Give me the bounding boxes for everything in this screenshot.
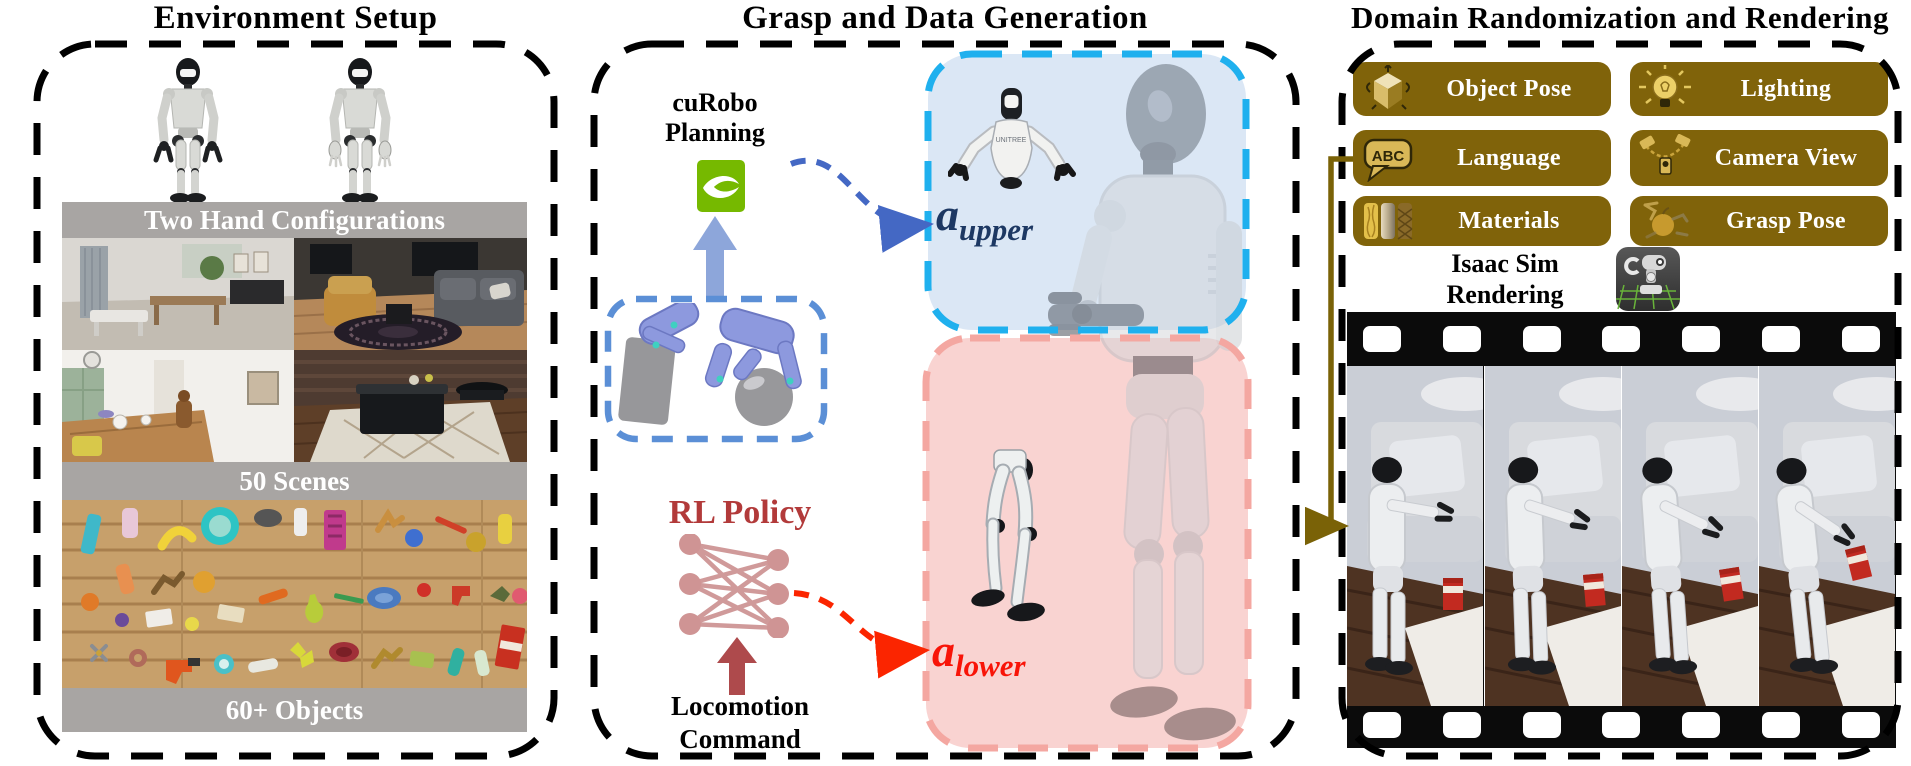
rendered-frames-film-strip: [1347, 312, 1896, 748]
film-sprocket-hole: [1523, 712, 1561, 738]
grasp-panel-title: Grasp and Data Generation: [742, 0, 1148, 36]
nvidia-logo-icon: [697, 160, 745, 212]
scene-thumbnail-livingroom: [294, 238, 527, 350]
action-lower-label: alower: [932, 625, 1026, 683]
render-frame-4: [1758, 366, 1895, 706]
film-sprocket-hole: [1363, 326, 1401, 352]
locomotion-input-arrow: [717, 637, 757, 695]
scene-count-label: 50 Scenes: [239, 465, 350, 496]
badge-materials: Materials: [1353, 196, 1611, 246]
language-abc-icon: ABC: [1359, 135, 1417, 182]
film-sprocket-hole: [1363, 712, 1401, 738]
domain-panel-title: Domain Randomization and Rendering: [1350, 0, 1890, 35]
gripper-hands-image: [618, 303, 802, 426]
curobo-input-arrow: [693, 216, 737, 298]
action-upper-label: aupper: [936, 189, 1034, 247]
badge-language: ABC Language: [1353, 130, 1611, 186]
film-sprocket-hole: [1602, 712, 1640, 738]
curobo-planning-label: cuRobo Planning: [665, 88, 765, 147]
scene-thumbnail-kitchen: [62, 350, 294, 462]
film-sprocket-hole: [1443, 712, 1481, 738]
badge-camera-view: Camera View: [1630, 130, 1888, 186]
neural-network-icon: [679, 534, 789, 638]
gripper-apple-icon: [1636, 198, 1694, 244]
cube-pose-icon: [1359, 65, 1417, 112]
objects-tabletop-image: [62, 500, 527, 688]
upper-action-dashed-arrow: [789, 157, 934, 253]
environment-panel-title: Environment Setup: [153, 0, 438, 36]
film-sprocket-hole: [1682, 326, 1720, 352]
film-sprocket-hole: [1523, 326, 1561, 352]
film-sprocket-hole: [1842, 712, 1880, 738]
badge-object-pose: Object Pose: [1353, 62, 1611, 116]
film-sprocket-hole: [1682, 712, 1720, 738]
badge-lighting: Lighting: [1630, 62, 1888, 116]
render-frame-3: [1621, 366, 1758, 706]
scene-thumbnail-dining: [62, 238, 294, 350]
film-sprocket-hole: [1842, 326, 1880, 352]
lightbulb-icon: [1636, 65, 1694, 112]
rl-policy-label: RL Policy: [668, 494, 812, 531]
upper-body-robot-cartoon: UNITREE: [948, 88, 1076, 189]
locomotion-command-label: Locomotion Command: [671, 691, 809, 754]
materials-swatches-icon: [1359, 198, 1417, 244]
robot-chest-label: UNITREE: [996, 137, 1027, 144]
badge-grasp-pose: Grasp Pose: [1630, 196, 1888, 246]
film-sprocket-hole: [1762, 712, 1800, 738]
lower-action-dashed-arrow: [793, 590, 930, 679]
object-count-bar: 60+ Objects: [62, 688, 527, 732]
humanoid-robot-claw-hands: [153, 58, 223, 202]
two-hand-configurations-label: Two Hand Configurations: [143, 204, 446, 235]
lower-body-legs-cartoon: [971, 449, 1045, 622]
film-sprocket-hole: [1602, 326, 1640, 352]
render-frame-1: [1347, 366, 1483, 706]
camera-necklace-icon: [1636, 134, 1694, 181]
scene-count-bar: 50 Scenes: [62, 462, 527, 500]
film-sprocket-hole: [1762, 326, 1800, 352]
object-count-label: 60+ Objects: [225, 694, 364, 725]
isaac-sim-rendering-label: Isaac Sim Rendering: [1446, 249, 1564, 309]
render-frame-2: [1484, 366, 1621, 706]
film-sprocket-hole: [1443, 326, 1481, 352]
scene-thumbnail-dark-kitchen: [294, 350, 527, 462]
two-hand-configurations-bar: Two Hand Configurations: [62, 202, 527, 238]
humanoid-robot-dexterous-hands: [328, 58, 392, 202]
full-body-robot-image: [1048, 64, 1242, 741]
isaac-sim-icon: [1616, 247, 1680, 311]
svg-text:ABC: ABC: [1372, 148, 1405, 165]
